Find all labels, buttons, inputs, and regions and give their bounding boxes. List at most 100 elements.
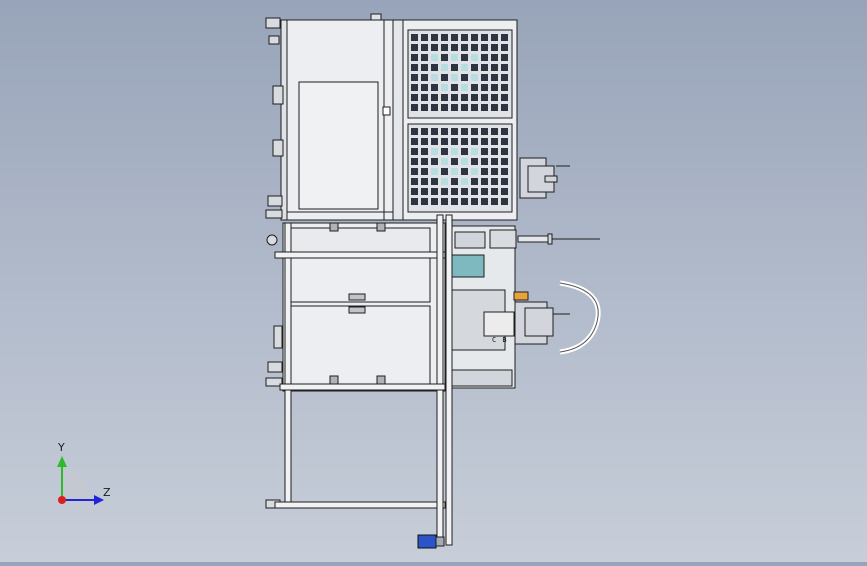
mesh-cell [411,158,418,165]
mesh-cell [471,148,478,155]
mesh-cell [471,44,478,51]
mesh-cell [461,128,468,135]
mesh-cell [491,158,498,165]
mesh-cell [421,158,428,165]
mesh-cell [421,178,428,185]
mesh-cell [501,128,508,135]
mesh-cell [471,138,478,145]
lower-motor [514,301,570,345]
cylinder-rod [517,233,600,245]
mesh-cell [461,148,468,155]
mesh-cell [441,138,448,145]
mesh-cell [501,148,508,155]
mesh-cell [471,74,478,81]
mesh-cell [461,64,468,71]
mesh-cell [501,74,508,81]
mesh-cell [461,198,468,205]
mesh-cell [411,94,418,101]
coordinate-triad [57,456,104,505]
mesh-cell [471,198,478,205]
mesh-cell [461,44,468,51]
mesh-cell [451,54,458,61]
mesh-cell [501,198,508,205]
mesh-cell [431,138,438,145]
mesh-cell [421,84,428,91]
mesh-cell [411,74,418,81]
mesh-cell [411,84,418,91]
mesh-cell [471,178,478,185]
mesh-cell [431,104,438,111]
mesh-cell [481,178,488,185]
mesh-cell [491,94,498,101]
mesh-cell [481,54,488,61]
mesh-cell [491,44,498,51]
mesh-cell [451,138,458,145]
mesh-cell [451,94,458,101]
mesh-cell [431,84,438,91]
mesh-cell [431,178,438,185]
mesh-cell [481,104,488,111]
mesh-cell [461,158,468,165]
mesh-cell [411,44,418,51]
mesh-cell [491,178,498,185]
mesh-cell [411,128,418,135]
mesh-cell [471,158,478,165]
mesh-cell [441,104,448,111]
mesh-cell [451,158,458,165]
mesh-cell [501,84,508,91]
mesh-cell [481,34,488,41]
mesh-cell [431,198,438,205]
mesh-cell [411,178,418,185]
mesh-cell [411,188,418,195]
mesh-cell [471,94,478,101]
mesh-cell [431,168,438,175]
mesh-cell [411,148,418,155]
mesh-cell [471,188,478,195]
mesh-cell [481,148,488,155]
mesh-cell [471,104,478,111]
mesh-cell [501,64,508,71]
mesh-cell [491,64,498,71]
mesh-cell [421,198,428,205]
electrical-cabinet [280,13,398,221]
mesh-cell [421,188,428,195]
mesh-cell [451,64,458,71]
mesh-cell [501,168,508,175]
mesh-cell [421,64,428,71]
mesh-cell [461,188,468,195]
mesh-cell [451,128,458,135]
left-fittings [265,17,284,509]
mesh-cell [501,158,508,165]
mesh-cell [461,94,468,101]
mesh-cell [441,34,448,41]
mesh-cell [501,188,508,195]
upper-motor [519,157,570,199]
mesh-cell [471,84,478,91]
mesh-cell [451,168,458,175]
mesh-cell [441,148,448,155]
mesh-cell [451,34,458,41]
mesh-cell [421,168,428,175]
mesh-cell [481,188,488,195]
drive-mechanism [444,225,529,389]
mesh-cell [411,34,418,41]
mesh-cell [441,168,448,175]
mesh-cell [441,158,448,165]
mesh-cell [421,148,428,155]
mesh-cell [451,84,458,91]
mesh-cell [441,128,448,135]
mesh-cell [421,128,428,135]
mesh-cell [431,128,438,135]
mesh-cell [461,168,468,175]
mesh-cell [491,188,498,195]
mesh-cell [491,34,498,41]
mesh-cell [491,168,498,175]
mesh-cell [471,64,478,71]
mesh-cell [491,128,498,135]
mesh-cell [461,104,468,111]
mesh-cell [481,158,488,165]
mesh-cell [441,198,448,205]
mesh-cell [411,64,418,71]
mesh-cell [451,198,458,205]
